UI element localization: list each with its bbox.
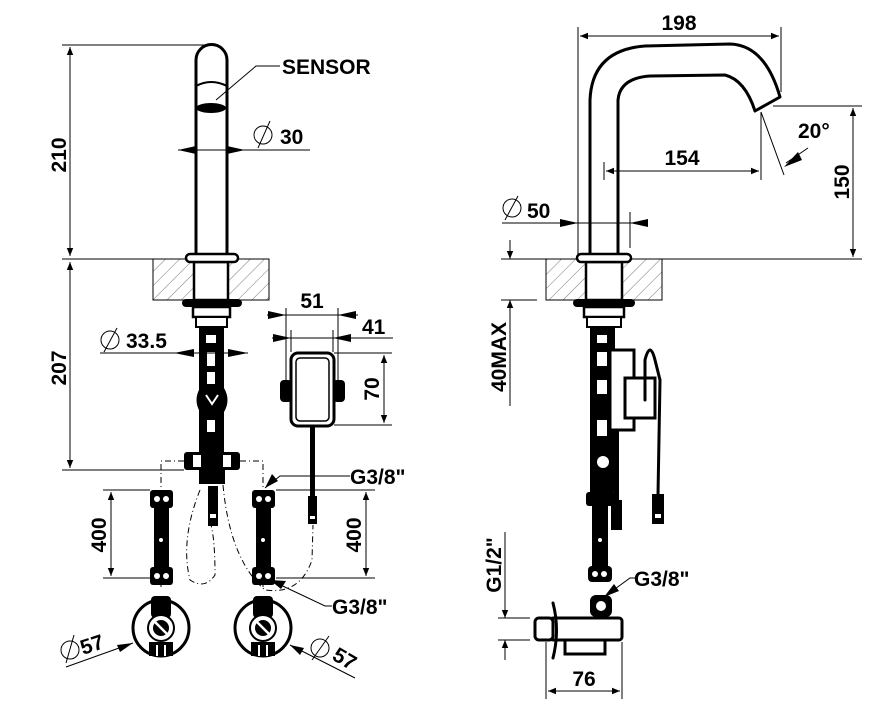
faucet-spout: [194, 43, 229, 260]
dim-spout-angle: 20°: [760, 111, 830, 176]
valve-diameter-left-label: 57: [77, 631, 106, 660]
dim-box-height: 70: [334, 352, 392, 426]
callout-connection-top: G3/8": [264, 466, 405, 489]
dim-shank-diameter: 33.5: [100, 327, 248, 357]
flex-hose-left: [150, 490, 173, 585]
box-width-outer-label: 51: [300, 290, 324, 313]
dim-height-below-deck: 207: [48, 262, 184, 471]
dim-spout-reach: 154: [603, 112, 762, 180]
hose-length-right-label: 400: [343, 517, 366, 552]
sensor-label: SENSOR: [282, 56, 371, 79]
hose-length-left-label: 400: [88, 517, 111, 552]
flex-hose-right: [252, 490, 275, 585]
connection-bottom-label: G3/8": [332, 596, 387, 619]
dim-inlet-thread: G1/2": [483, 532, 530, 660]
dim-valve-width: 76: [545, 642, 623, 699]
dim-height-above-deck: 210: [48, 44, 205, 256]
spout-reach-label: 154: [664, 147, 699, 170]
spout-height-label: 150: [831, 164, 854, 199]
dim-hose-right: 400: [276, 489, 375, 579]
sensor-callout: SENSOR: [215, 56, 371, 101]
angle-valve-left: [131, 596, 191, 658]
under-deck-assembly-side: [586, 327, 664, 582]
callout-outlet-thread: G3/8": [603, 568, 689, 598]
dim-box-width-outer: 51: [267, 290, 358, 395]
dim-base-diameter: 50: [502, 195, 648, 248]
countertop-section: [152, 252, 270, 328]
spout-diameter-label: 30: [280, 126, 303, 149]
valve-diameter-right-label: 57: [329, 643, 361, 675]
deck-thickness-label: 40MAX: [488, 322, 511, 392]
dim-deck-thickness: 40MAX: [488, 240, 537, 406]
height-below-deck-label: 207: [48, 350, 71, 385]
countertop-section-side: [545, 252, 663, 328]
connection-top-label: G3/8": [350, 466, 405, 489]
dim-spout-diameter: 30: [178, 120, 310, 154]
dim-valve-diameter-right: 57: [289, 635, 361, 679]
control-box: [280, 351, 345, 524]
dim-box-width-inner: 41: [272, 316, 393, 352]
valve-width-label: 76: [572, 668, 595, 691]
height-above-deck-label: 210: [48, 137, 71, 172]
front-view: SENSOR 210 30: [48, 43, 405, 679]
side-view: 198 154 20° 150: [483, 12, 862, 699]
box-height-label: 70: [361, 377, 384, 400]
dim-spout-reach-total: 198: [577, 12, 782, 258]
under-deck-assembly: [184, 327, 240, 526]
angle-valve-side: [533, 595, 624, 660]
base-diameter-label: 50: [527, 200, 550, 223]
dim-valve-diameter-left: 57: [60, 631, 134, 668]
inlet-thread-label: G1/2": [483, 537, 506, 592]
callout-connection-bottom: G3/8": [269, 579, 387, 619]
shank-diameter-label: 33.5: [126, 330, 167, 353]
sensor-window: [196, 103, 226, 113]
box-width-inner-label: 41: [362, 316, 386, 339]
outlet-thread-label: G3/8": [634, 568, 689, 591]
angle-valve-right: [233, 596, 293, 658]
spout-reach-total-label: 198: [661, 12, 696, 35]
dim-hose-left: 400: [88, 489, 150, 579]
hose-centerlines: [160, 460, 314, 592]
faucet-spout-side: [588, 42, 782, 260]
spout-angle-label: 20°: [798, 120, 830, 143]
dim-spout-height: 150: [773, 105, 862, 257]
